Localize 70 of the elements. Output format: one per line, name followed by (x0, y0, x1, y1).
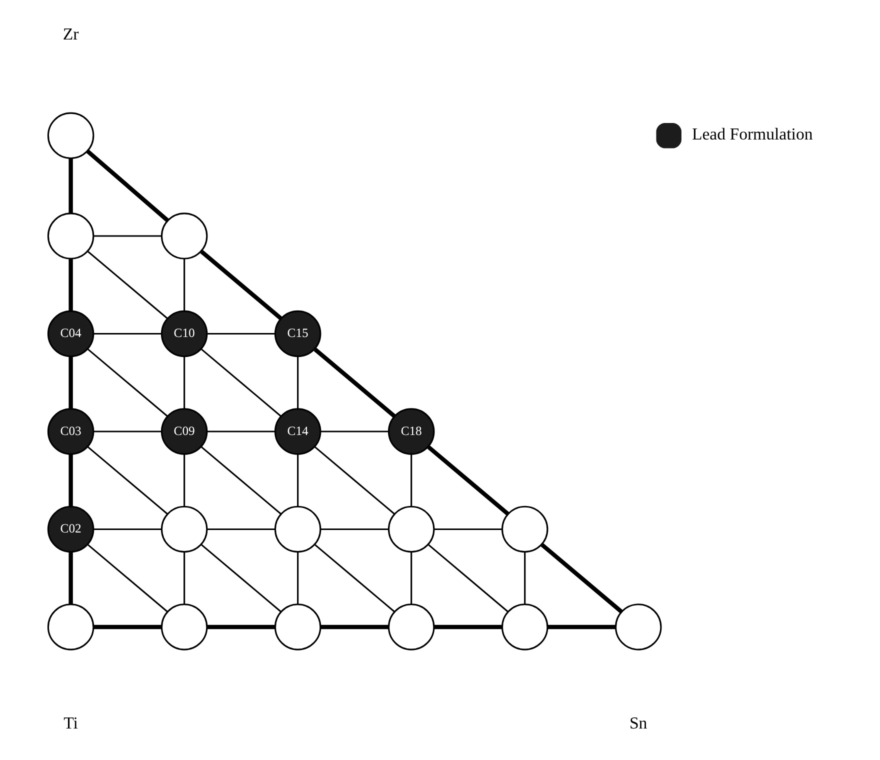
connector (68, 454, 72, 507)
connector (68, 552, 72, 604)
connector (320, 528, 388, 530)
connector (68, 356, 72, 409)
node-circle: C15 (274, 310, 321, 358)
connector (546, 624, 616, 630)
legend-label: Lead Formulation (691, 124, 812, 144)
connector (92, 332, 162, 335)
node-circle (274, 506, 321, 553)
connector (428, 544, 508, 612)
connector (206, 332, 275, 335)
connector (433, 624, 502, 630)
node-circle: C09 (160, 408, 208, 455)
node-circle (160, 212, 208, 260)
node-circle (500, 604, 548, 650)
node-circle: C14 (274, 408, 321, 455)
connector (92, 528, 162, 530)
node-circle: C04 (46, 310, 94, 358)
connector (87, 544, 168, 612)
connector (68, 158, 72, 214)
node-circle: C03 (46, 408, 94, 455)
connector (92, 430, 162, 432)
connector (183, 356, 185, 409)
connector (410, 552, 412, 604)
connector (200, 446, 281, 514)
node-circle: C18 (387, 408, 434, 455)
connector (410, 454, 412, 507)
connector (320, 430, 388, 432)
connector (200, 250, 282, 320)
node-circle (160, 506, 208, 553)
connector (296, 552, 298, 604)
connector (92, 624, 162, 630)
label: Zr (62, 24, 78, 44)
connector (87, 348, 168, 417)
node-circle (500, 506, 548, 553)
node-circle (46, 112, 94, 160)
connector (87, 446, 168, 514)
connector (296, 356, 298, 409)
label: Ti (63, 714, 78, 733)
node-circle (387, 506, 434, 553)
connector (313, 348, 396, 418)
node-circle (160, 604, 208, 650)
connector (206, 624, 275, 630)
connector (540, 543, 622, 614)
connector (68, 258, 72, 312)
connector (206, 528, 275, 530)
node-circle (614, 604, 662, 650)
connector (426, 445, 509, 516)
connector (314, 544, 394, 612)
connector (86, 150, 168, 222)
connector (200, 348, 281, 417)
connector (87, 250, 168, 319)
connector (183, 454, 185, 507)
connector (183, 258, 185, 312)
connector (296, 454, 298, 507)
connector (200, 544, 281, 612)
connector (320, 624, 388, 630)
node-circle (387, 604, 434, 650)
connector (206, 430, 275, 432)
connector (183, 552, 185, 604)
connector (524, 552, 526, 604)
node-circle (46, 212, 94, 260)
node-circle: C10 (160, 310, 208, 358)
node-circle (274, 604, 321, 650)
connector (314, 446, 394, 514)
connector (92, 235, 162, 237)
node-circle: C02 (46, 506, 94, 553)
node-circle (46, 604, 94, 650)
label: Sn (628, 714, 647, 733)
connector (433, 528, 502, 530)
